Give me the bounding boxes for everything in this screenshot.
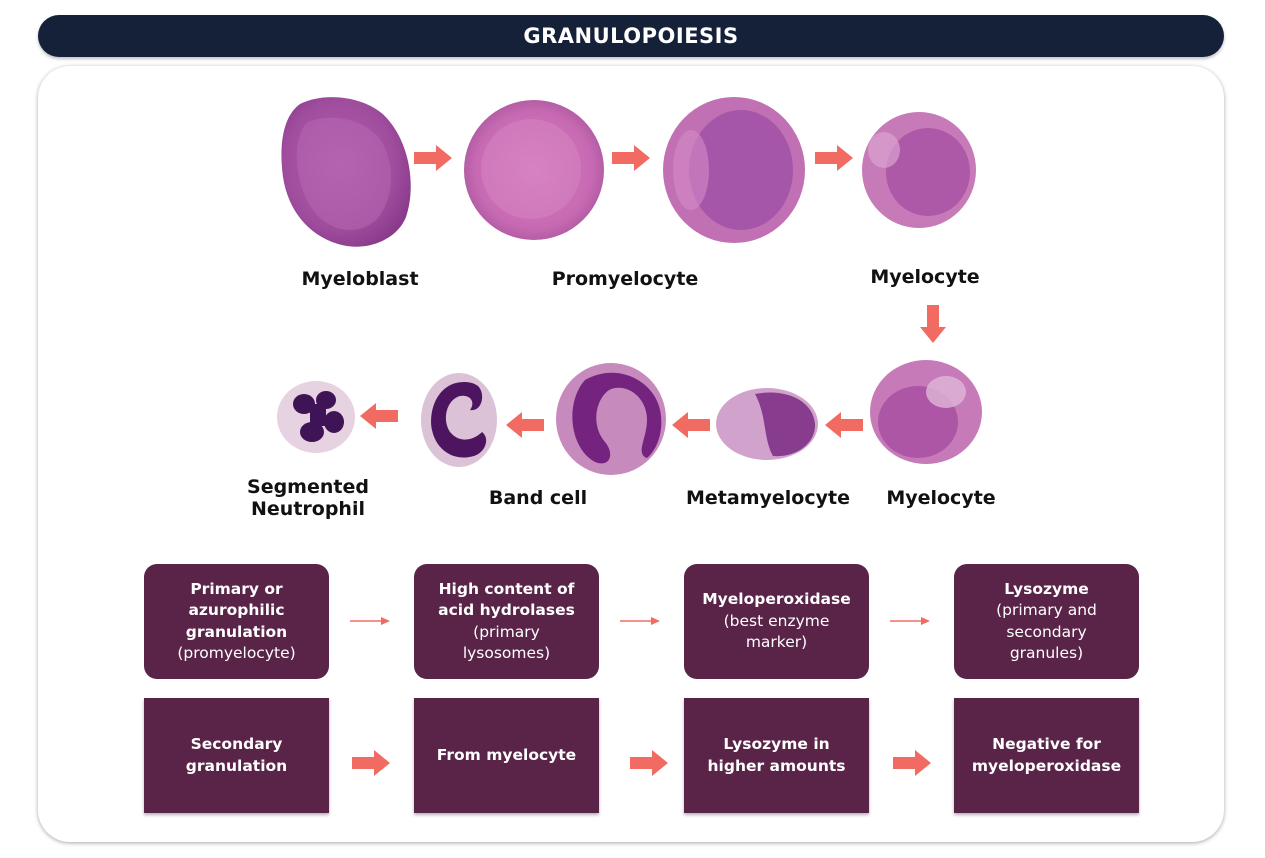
primary-granulation-box: Primary or azurophilic granulation (prom… <box>144 564 329 679</box>
band-cell-early-image <box>555 362 667 476</box>
from-myelocyte-box: From myelocyte <box>414 698 599 813</box>
band-cell-label: Band cell <box>488 487 588 509</box>
box-line: (primary and <box>996 601 1097 619</box>
box-line: Negative for <box>992 735 1101 753</box>
arrow-right-icon <box>612 145 650 171</box>
lysozyme-box: Lysozyme (primary and secondary granules… <box>954 564 1139 679</box>
box-line: granulation <box>185 622 288 641</box>
box-line: Secondary <box>190 735 283 753</box>
myelocyte-lower-cell-image <box>868 358 984 466</box>
myelocyte-bottom-label: Myelocyte <box>886 487 996 509</box>
secondary-granulation-box: Secondary granulation <box>144 698 329 813</box>
myelocyte-cell-image <box>860 110 978 230</box>
arrow-left-icon <box>360 403 398 429</box>
diagram-title: GRANULOPOIESIS <box>523 24 739 48</box>
box-line: (best enzyme <box>723 611 830 630</box>
thin-arrow-right-icon <box>350 616 390 626</box>
myelocyte-top-label: Myelocyte <box>870 266 980 288</box>
lysozyme-higher-box: Lysozyme in higher amounts <box>684 698 869 813</box>
myeloblast-label: Myeloblast <box>301 268 419 290</box>
box-line: lysosomes) <box>462 644 551 662</box>
arrow-right-icon <box>414 145 452 171</box>
thin-arrow-right-icon <box>890 616 930 626</box>
metamyelocyte-label: Metamyelocyte <box>686 487 850 509</box>
acid-hydrolases-box: High content of acid hydrolases (primary… <box>414 564 599 679</box>
arrow-left-icon <box>672 412 710 438</box>
band-cell-image <box>420 372 498 468</box>
segmented-neutrophil-image <box>276 380 356 454</box>
arrow-left-icon <box>506 412 544 438</box>
thin-arrow-right-icon <box>620 616 660 626</box>
box-line: Lysozyme in <box>723 735 830 753</box>
box-line: Lysozyme <box>1004 579 1089 598</box>
box-line: secondary <box>1006 622 1087 641</box>
box-line: From myelocyte <box>436 745 577 764</box>
box-line: higher amounts <box>707 756 846 775</box>
myeloperoxidase-box: Myeloperoxidase (best enzyme marker) <box>684 564 869 679</box>
box-line: (primary <box>473 622 540 641</box>
box-line: marker) <box>745 633 808 652</box>
box-line: acid hydrolases <box>438 601 575 619</box>
box-line: granulation <box>185 756 288 775</box>
arrow-left-icon <box>825 412 863 438</box>
metamyelocyte-cell-image <box>715 386 819 462</box>
arrow-right-icon <box>352 750 390 776</box>
box-line: azurophilic <box>188 601 285 619</box>
box-line: granules) <box>1009 644 1084 662</box>
arrow-right-icon <box>815 145 853 171</box>
segmented-neutrophil-label: Segmented Neutrophil <box>238 476 378 520</box>
box-line: Primary or <box>190 579 283 598</box>
myeloblast-cell-image <box>278 92 416 250</box>
box-line: myeloperoxidase <box>971 756 1122 775</box>
segmented-label-line1: Segmented <box>247 476 369 498</box>
promyelocyte-label: Promyelocyte <box>551 268 699 290</box>
negative-myeloperoxidase-box: Negative for myeloperoxidase <box>954 698 1139 813</box>
title-bar: GRANULOPOIESIS <box>38 15 1224 57</box>
box-line: High content of <box>438 579 575 598</box>
segmented-label-line2: Neutrophil <box>251 498 365 520</box>
box-line: (promyelocyte) <box>177 644 296 662</box>
arrow-right-icon <box>630 750 668 776</box>
arrow-right-icon <box>893 750 931 776</box>
box-line: Myeloperoxidase <box>702 590 851 609</box>
promyelocyte-late-cell-image <box>661 95 807 245</box>
arrow-down-icon <box>920 305 946 343</box>
promyelocyte-cell-image <box>461 97 607 243</box>
